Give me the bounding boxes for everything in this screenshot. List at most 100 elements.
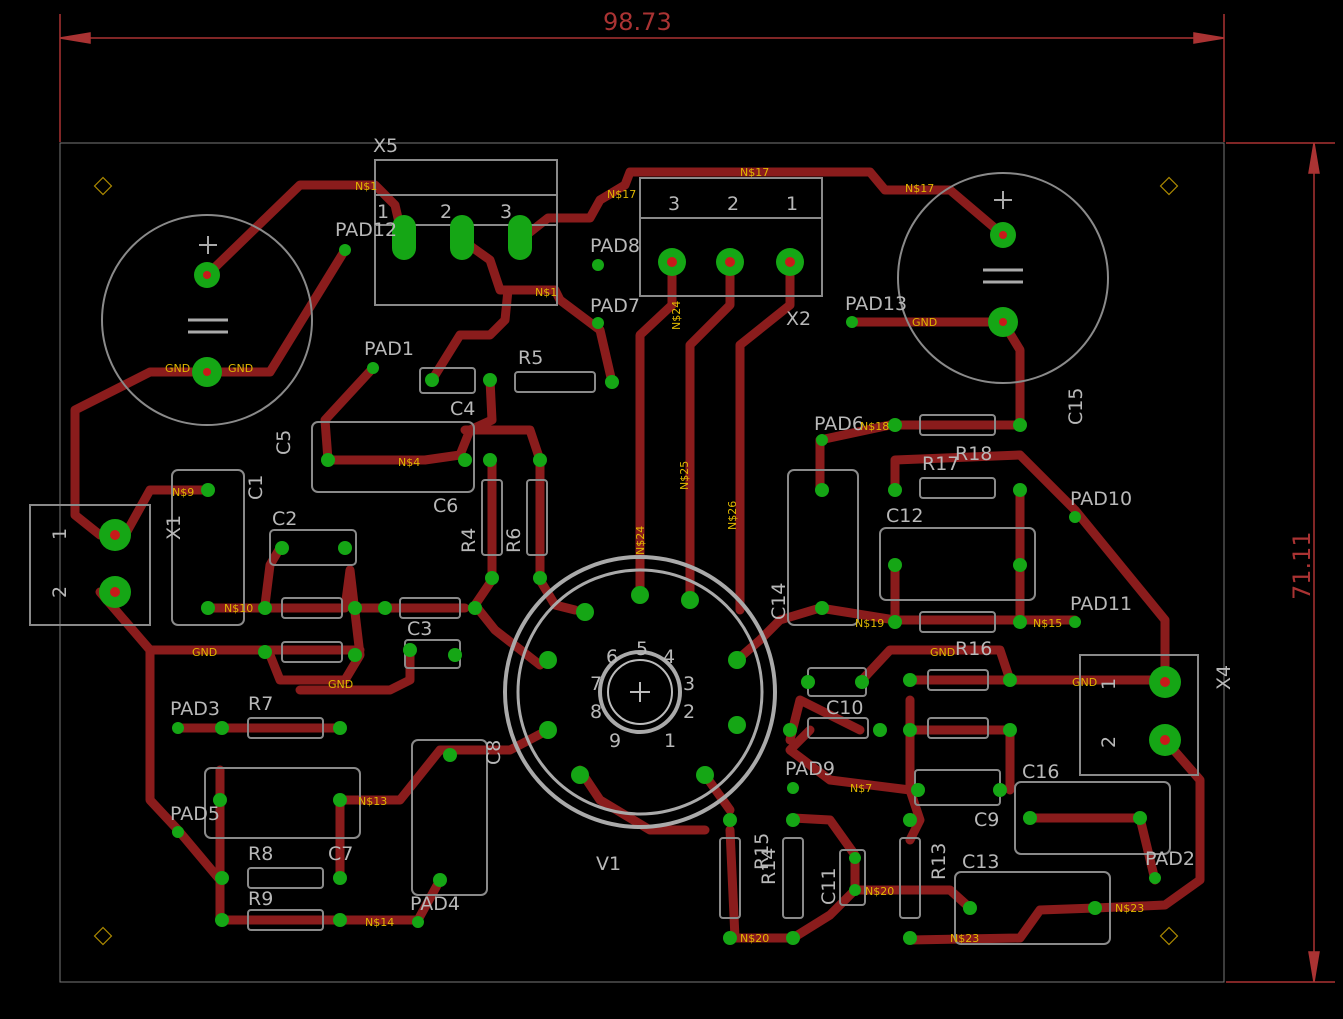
svg-text:GND: GND [228,362,253,375]
svg-text:N$1: N$1 [355,180,377,193]
svg-text:6: 6 [606,646,618,668]
svg-text:9: 9 [609,730,621,752]
label-r4: R4 [458,528,480,553]
label-pad12: PAD12 [335,219,397,241]
label-c14: C14 [768,583,790,620]
label-c8: C8 [483,740,505,765]
label-pad1: PAD1 [364,338,414,360]
height-dimension: 71.11 [1288,531,1316,600]
svg-text:N$24: N$24 [670,301,683,330]
label-r14: R14 [758,848,780,885]
label-c10: C10 [826,697,863,719]
label-pad9: PAD9 [785,758,835,780]
svg-text:N$25: N$25 [678,461,691,490]
label-pad6: PAD6 [814,413,864,435]
pads [99,215,1181,945]
svg-text:8: 8 [590,701,602,723]
svg-text:2: 2 [440,201,452,223]
label-c16: C16 [1022,761,1059,783]
board-outline [59,142,1225,983]
svg-text:N$17: N$17 [905,182,934,195]
svg-text:3: 3 [668,193,680,215]
svg-text:N$7: N$7 [850,782,872,795]
svg-text:N$17: N$17 [740,166,769,179]
svg-text:N$19: N$19 [855,617,884,630]
label-r18: R18 [955,443,992,465]
svg-text:N$18: N$18 [860,420,889,433]
svg-text:2: 2 [1098,736,1120,748]
label-r15: R15 [751,833,773,870]
svg-text:N$10: N$10 [224,602,253,615]
label-c3: C3 [407,618,432,640]
svg-text:1: 1 [1098,678,1120,690]
svg-text:N$15: N$15 [1033,617,1062,630]
svg-text:5: 5 [636,638,648,660]
width-dimension: 98.73 [603,8,672,36]
svg-text:GND: GND [930,646,955,659]
svg-text:N$20: N$20 [865,885,894,898]
svg-text:GND: GND [192,646,217,659]
svg-text:1: 1 [49,528,71,540]
label-pad4: PAD4 [410,893,460,915]
dimension-lines [59,14,1335,983]
label-r17: R17 [922,453,959,475]
svg-text:1: 1 [664,730,676,752]
pin-numbers: 1 2 3 3 2 1 1 2 1 2 1 2 3 4 5 6 7 8 9 [49,193,1120,752]
label-c4: C4 [450,398,475,420]
label-r16: R16 [955,638,992,660]
label-x2: X2 [786,308,811,330]
label-x1: X1 [163,515,185,540]
svg-text:GND: GND [328,678,353,691]
svg-text:2: 2 [49,586,71,598]
svg-text:N$13: N$13 [358,795,387,808]
label-r6: R6 [503,528,525,553]
svg-text:N$17: N$17 [607,188,636,201]
label-c7: C7 [328,843,353,865]
svg-text:7: 7 [590,673,602,695]
svg-text:2: 2 [683,701,695,723]
component-labels: X5 X2 X1 X4 V1 C5 C15 C1 C2 C3 C4 C6 C7 … [163,135,1235,915]
label-pad7: PAD7 [590,295,640,317]
label-r8: R8 [248,843,273,865]
label-c9: C9 [974,809,999,831]
svg-text:1: 1 [786,193,798,215]
svg-text:N$23: N$23 [1115,902,1144,915]
svg-text:N$23: N$23 [950,932,979,945]
label-v1: V1 [596,853,621,875]
label-pad13: PAD13 [845,293,907,315]
label-pad8: PAD8 [590,235,640,257]
label-pad10: PAD10 [1070,488,1132,510]
label-x4: X4 [1213,665,1235,690]
label-c2: C2 [272,508,297,530]
label-x5: X5 [373,135,398,157]
label-c12: C12 [886,505,923,527]
label-r5: R5 [518,347,543,369]
svg-text:N$1: N$1 [535,286,557,299]
svg-text:2: 2 [727,193,739,215]
svg-text:N$20: N$20 [740,932,769,945]
label-c6: C6 [433,495,458,517]
component-outlines [29,159,1199,945]
label-pad2: PAD2 [1145,848,1195,870]
svg-text:N$14: N$14 [365,916,394,929]
svg-text:GND: GND [912,316,937,329]
svg-text:3: 3 [683,673,695,695]
svg-text:N$9: N$9 [172,486,194,499]
svg-text:GND: GND [165,362,190,375]
svg-text:N$26: N$26 [726,501,739,530]
label-r7: R7 [248,693,273,715]
label-pad11: PAD11 [1070,593,1132,615]
label-pad5: PAD5 [170,803,220,825]
mounting-marks [93,176,1179,946]
label-r13: R13 [928,843,950,880]
label-c13: C13 [962,851,999,873]
label-r9: R9 [248,888,273,910]
svg-text:N$24: N$24 [634,526,647,555]
label-c15: C15 [1065,388,1087,425]
svg-text:4: 4 [663,646,675,668]
label-c11: C11 [818,868,840,905]
net-labels: N$1 N$1 N$17 N$17 N$17 GND GND GND GND G… [165,166,1144,945]
svg-text:N$4: N$4 [398,456,420,469]
label-pad3: PAD3 [170,698,220,720]
